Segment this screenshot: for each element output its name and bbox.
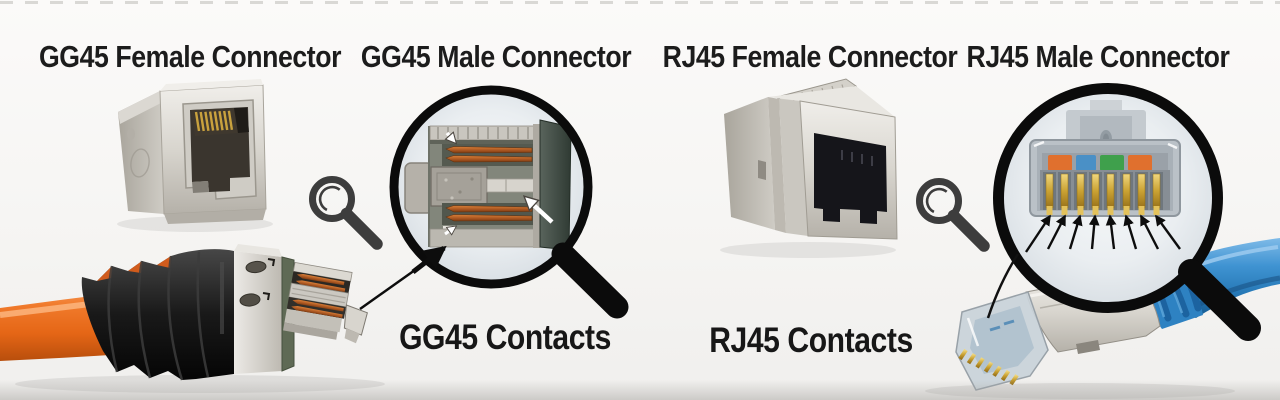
gg45-pointer-arrow xyxy=(359,245,447,311)
label-rj45-female-connector: RJ45 Female Connector xyxy=(639,41,982,72)
floor-shadow xyxy=(0,380,1280,400)
left-face xyxy=(724,97,775,230)
rj45-contacts-macro-photo xyxy=(1025,100,1181,253)
rj45-female-connector-photo xyxy=(720,78,898,258)
dark-panel xyxy=(539,119,572,251)
gg45-contacts-loupe xyxy=(389,85,629,319)
copper-contact xyxy=(291,306,343,318)
copper-contact xyxy=(445,146,533,154)
magnifying-glass-icon xyxy=(309,176,383,250)
wire-orange xyxy=(1128,155,1152,171)
label-gg45-male-connector: GG45 Male Connector xyxy=(339,41,653,72)
copper-contact xyxy=(295,280,346,293)
copper-contact xyxy=(292,299,344,312)
rj45-contacts-loupe xyxy=(993,83,1261,341)
label-text: GG45 Male Connector xyxy=(360,39,632,74)
gg45-male-plug-cable-photo xyxy=(0,244,385,393)
copper-contact xyxy=(445,205,533,213)
label-text: RJ45 Male Connector xyxy=(966,39,1230,74)
left-face xyxy=(118,91,164,214)
wire-green xyxy=(1100,155,1124,171)
loupe-ring xyxy=(993,83,1223,313)
connector-shadow xyxy=(720,242,896,258)
rj45-pointer-line xyxy=(986,253,1020,319)
label-text: GG45 Female Connector xyxy=(38,39,342,74)
top-face xyxy=(768,86,895,117)
contact-pointer-arrows xyxy=(1025,214,1181,253)
rj45-loupe-handle xyxy=(1178,259,1261,341)
gg45-contacts-macro-photo xyxy=(404,119,572,251)
jack-gold-contacts xyxy=(194,110,234,132)
label-rj45-male-connector: RJ45 Male Connector xyxy=(945,41,1251,72)
rj45-gold-pin-contacts xyxy=(1043,172,1163,215)
wire-blue xyxy=(1076,155,1096,171)
loupe-ring xyxy=(389,85,593,289)
wire-color-row xyxy=(1048,155,1152,171)
black-strain-relief-boot xyxy=(81,249,234,380)
gg45-loupe-handle xyxy=(551,242,629,319)
gg45-female-connector-photo xyxy=(117,79,273,232)
plug-tip-latch xyxy=(343,304,368,336)
plug-contact-shell xyxy=(283,261,368,344)
caption-rj45-contacts: RJ45 Contacts xyxy=(693,323,930,358)
rj45-socket xyxy=(814,133,887,224)
caption-text: GG45 Contacts xyxy=(399,318,611,357)
white-callout-arrows xyxy=(444,133,554,234)
plug-metal-body xyxy=(234,251,282,374)
label-text: RJ45 Female Connector xyxy=(662,39,958,74)
caption-text: RJ45 Contacts xyxy=(709,321,913,360)
copper-contact xyxy=(445,155,533,163)
caption-gg45-contacts: GG45 Contacts xyxy=(382,320,628,355)
copper-contact xyxy=(296,274,345,286)
copper-contact xyxy=(445,214,533,222)
magnifying-glass-icon xyxy=(916,178,990,252)
wire-orange xyxy=(1048,155,1072,171)
top-dashed-border xyxy=(0,1,1280,4)
label-gg45-female-connector: GG45 Female Connector xyxy=(14,41,365,72)
